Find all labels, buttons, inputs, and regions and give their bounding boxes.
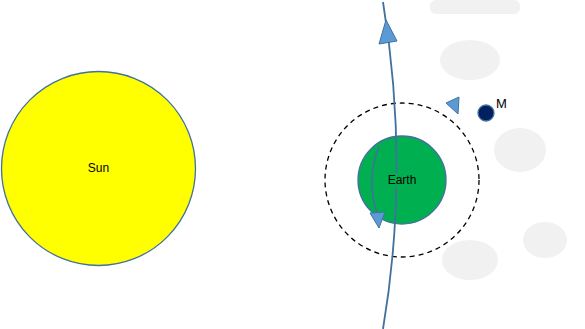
body-label: M — [496, 96, 507, 112]
body-label: Sun — [88, 161, 109, 175]
moon-circle: M — [476, 100, 516, 130]
path-arrowhead — [379, 20, 397, 44]
rotation-arc — [372, 146, 379, 214]
body-circle — [358, 136, 446, 224]
body-label: Earth — [386, 173, 419, 187]
sun-circle: Sun — [0, 70, 197, 267]
orbit-arrowhead — [446, 97, 459, 114]
rotation-arrowhead — [370, 212, 385, 228]
body-circle — [2, 72, 196, 266]
earth-circle: Earth — [357, 135, 447, 225]
watermark-shapes — [430, 0, 567, 280]
comet-path — [383, 2, 397, 329]
body-circle — [478, 105, 494, 121]
moon-orbit — [325, 103, 479, 257]
